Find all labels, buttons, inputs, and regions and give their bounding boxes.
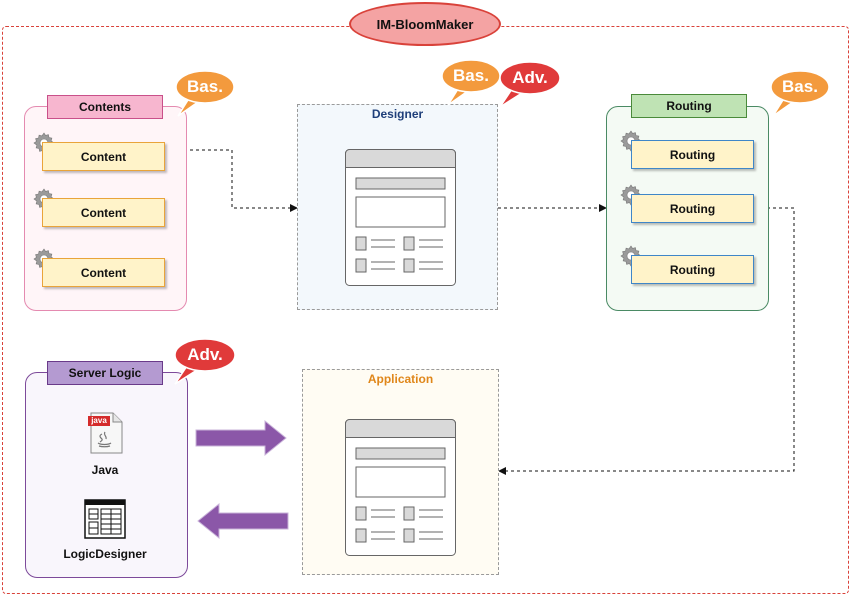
- server-logic-header: Server Logic: [47, 361, 163, 385]
- adv-badge-label: Adv.: [512, 68, 548, 87]
- logic-designer-icon[interactable]: [84, 499, 126, 539]
- bas-badge-label: Bas.: [782, 77, 818, 96]
- bas-badge-label: Bas.: [187, 77, 223, 96]
- routing-item[interactable]: Routing: [631, 194, 754, 223]
- logic-designer-label: LogicDesigner: [63, 547, 147, 561]
- content-item[interactable]: Content: [42, 198, 165, 227]
- adv-badge-designer: Adv.: [498, 61, 562, 109]
- bas-badge-label: Bas.: [453, 66, 489, 85]
- adv-badge-label: Adv.: [187, 345, 223, 364]
- form-mockup-icon: [345, 419, 456, 556]
- bas-badge-contents: Bas.: [174, 70, 236, 118]
- designer-title: Designer: [371, 107, 424, 121]
- java-file-icon[interactable]: java: [87, 412, 123, 454]
- bas-badge-routing: Bas.: [769, 70, 831, 118]
- routing-item[interactable]: Routing: [631, 255, 754, 284]
- diagram-title: IM-BloomMaker: [349, 2, 501, 46]
- connector-contents-designer: [166, 149, 298, 212]
- server-logic-panel: [25, 372, 188, 578]
- arrow-server-to-application: [195, 419, 287, 457]
- form-mockup-icon: [345, 149, 456, 286]
- routing-header: Routing: [631, 94, 747, 118]
- content-item[interactable]: Content: [42, 258, 165, 287]
- java-label: Java: [91, 463, 119, 477]
- java-icon-text: java: [91, 416, 107, 425]
- routing-item[interactable]: Routing: [631, 140, 754, 169]
- contents-header: Contents: [47, 95, 163, 119]
- content-item[interactable]: Content: [42, 142, 165, 171]
- bas-badge-designer: Bas.: [440, 59, 502, 107]
- adv-badge-server-logic: Adv.: [173, 338, 237, 386]
- arrow-application-to-server: [197, 502, 289, 540]
- application-title: Application: [367, 372, 434, 386]
- connector-routing-application: [498, 207, 795, 475]
